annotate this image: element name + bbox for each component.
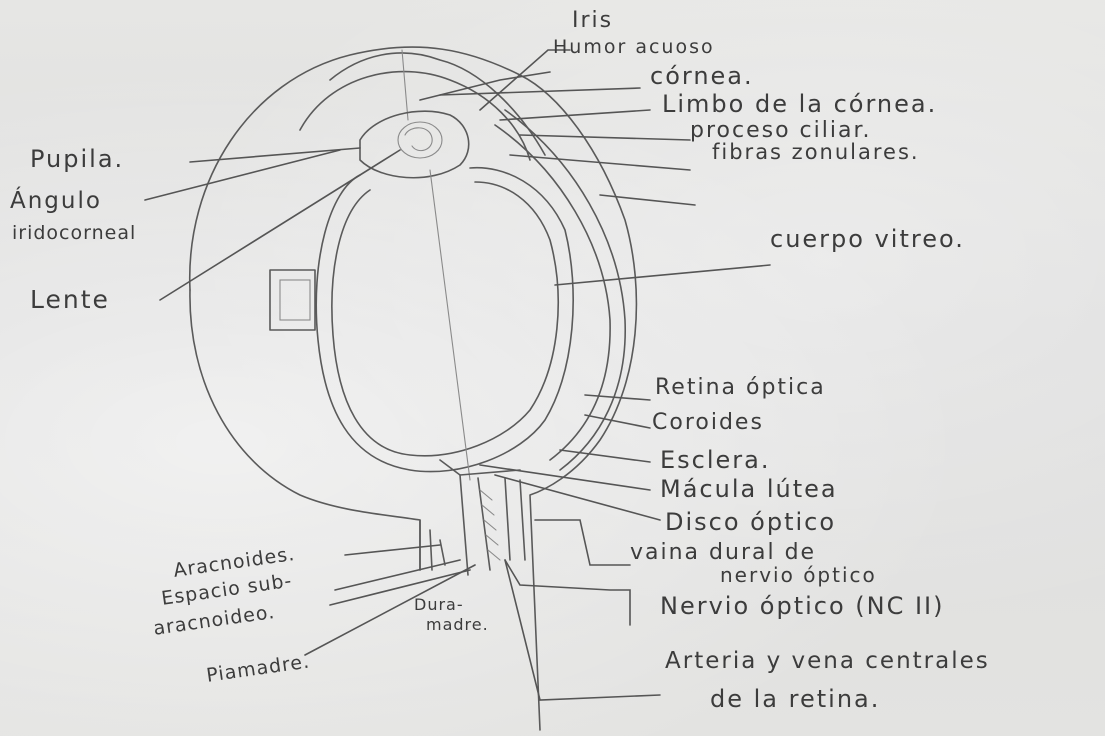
leader-retina	[585, 395, 650, 400]
label-arteria-1: Arteria y vena centrales	[665, 648, 990, 674]
leader-disco	[495, 475, 660, 520]
leader-vitreo	[555, 265, 770, 285]
vitreous-inner	[332, 182, 558, 456]
optic-nerve-outer	[440, 460, 520, 475]
lens-outline	[360, 111, 469, 178]
leader-extra	[600, 195, 695, 205]
side-rectangle-inner	[280, 280, 310, 320]
label-cuerpo-vitreo: cuerpo vitreo.	[770, 225, 965, 253]
vitreous-axis	[430, 170, 470, 480]
leader-fibras	[510, 155, 690, 170]
cornea-center-line	[402, 50, 408, 120]
eye-outer-outline	[190, 47, 637, 730]
label-nervio-optico: Nervio óptico (NC II)	[660, 592, 945, 620]
cornea-inner	[300, 72, 530, 160]
cornea-outline	[330, 53, 545, 155]
label-arteria-2: de la retina.	[710, 685, 880, 713]
leader-pupila	[190, 148, 360, 162]
leader-espacio	[335, 560, 460, 590]
optic-nerve-sheath	[520, 480, 525, 560]
optic-nerve-left	[460, 475, 468, 575]
label-vaina-1: vaina dural de	[630, 540, 816, 565]
label-duramadre-1: Dura-	[414, 595, 464, 614]
label-iris: Iris	[572, 8, 613, 33]
leader-proceso	[520, 135, 690, 140]
optic-nerve-right	[505, 478, 510, 560]
label-duramadre-2: madre.	[426, 615, 489, 634]
label-limbo: Limbo de la córnea.	[662, 90, 937, 118]
label-lente: Lente	[30, 285, 110, 314]
label-macula: Mácula lútea	[660, 475, 838, 503]
label-disco-optico: Disco óptico	[665, 508, 836, 536]
leader-esclera	[560, 450, 650, 462]
label-fibras-zonulares: fibras zonulares.	[712, 140, 920, 164]
label-vaina-2: nervio óptico	[720, 563, 877, 587]
leader-coroides	[585, 415, 650, 428]
leader-limbo	[500, 110, 650, 120]
label-coroides: Coroides	[652, 410, 764, 435]
side-rectangle	[270, 270, 315, 330]
label-pupila: Pupila.	[30, 145, 124, 173]
label-retina-optica: Retina óptica	[655, 375, 826, 400]
leader-iris	[480, 50, 570, 110]
label-humor-acuoso: Humor acuoso	[553, 36, 715, 58]
optic-nerve-hatch	[480, 490, 500, 560]
lens-swirl	[405, 128, 432, 151]
label-esclera: Esclera.	[660, 446, 771, 474]
leader-vaina	[535, 520, 630, 565]
label-angulo-2: iridocorneal	[12, 222, 136, 244]
leader-nervio	[505, 560, 630, 625]
choroid-layer	[505, 110, 625, 470]
label-cornea: córnea.	[650, 62, 754, 90]
leader-arteria	[505, 560, 660, 700]
label-angulo-1: Ángulo	[10, 188, 102, 214]
eye-lower-outline	[190, 290, 420, 570]
leader-aracnoides	[345, 545, 440, 555]
